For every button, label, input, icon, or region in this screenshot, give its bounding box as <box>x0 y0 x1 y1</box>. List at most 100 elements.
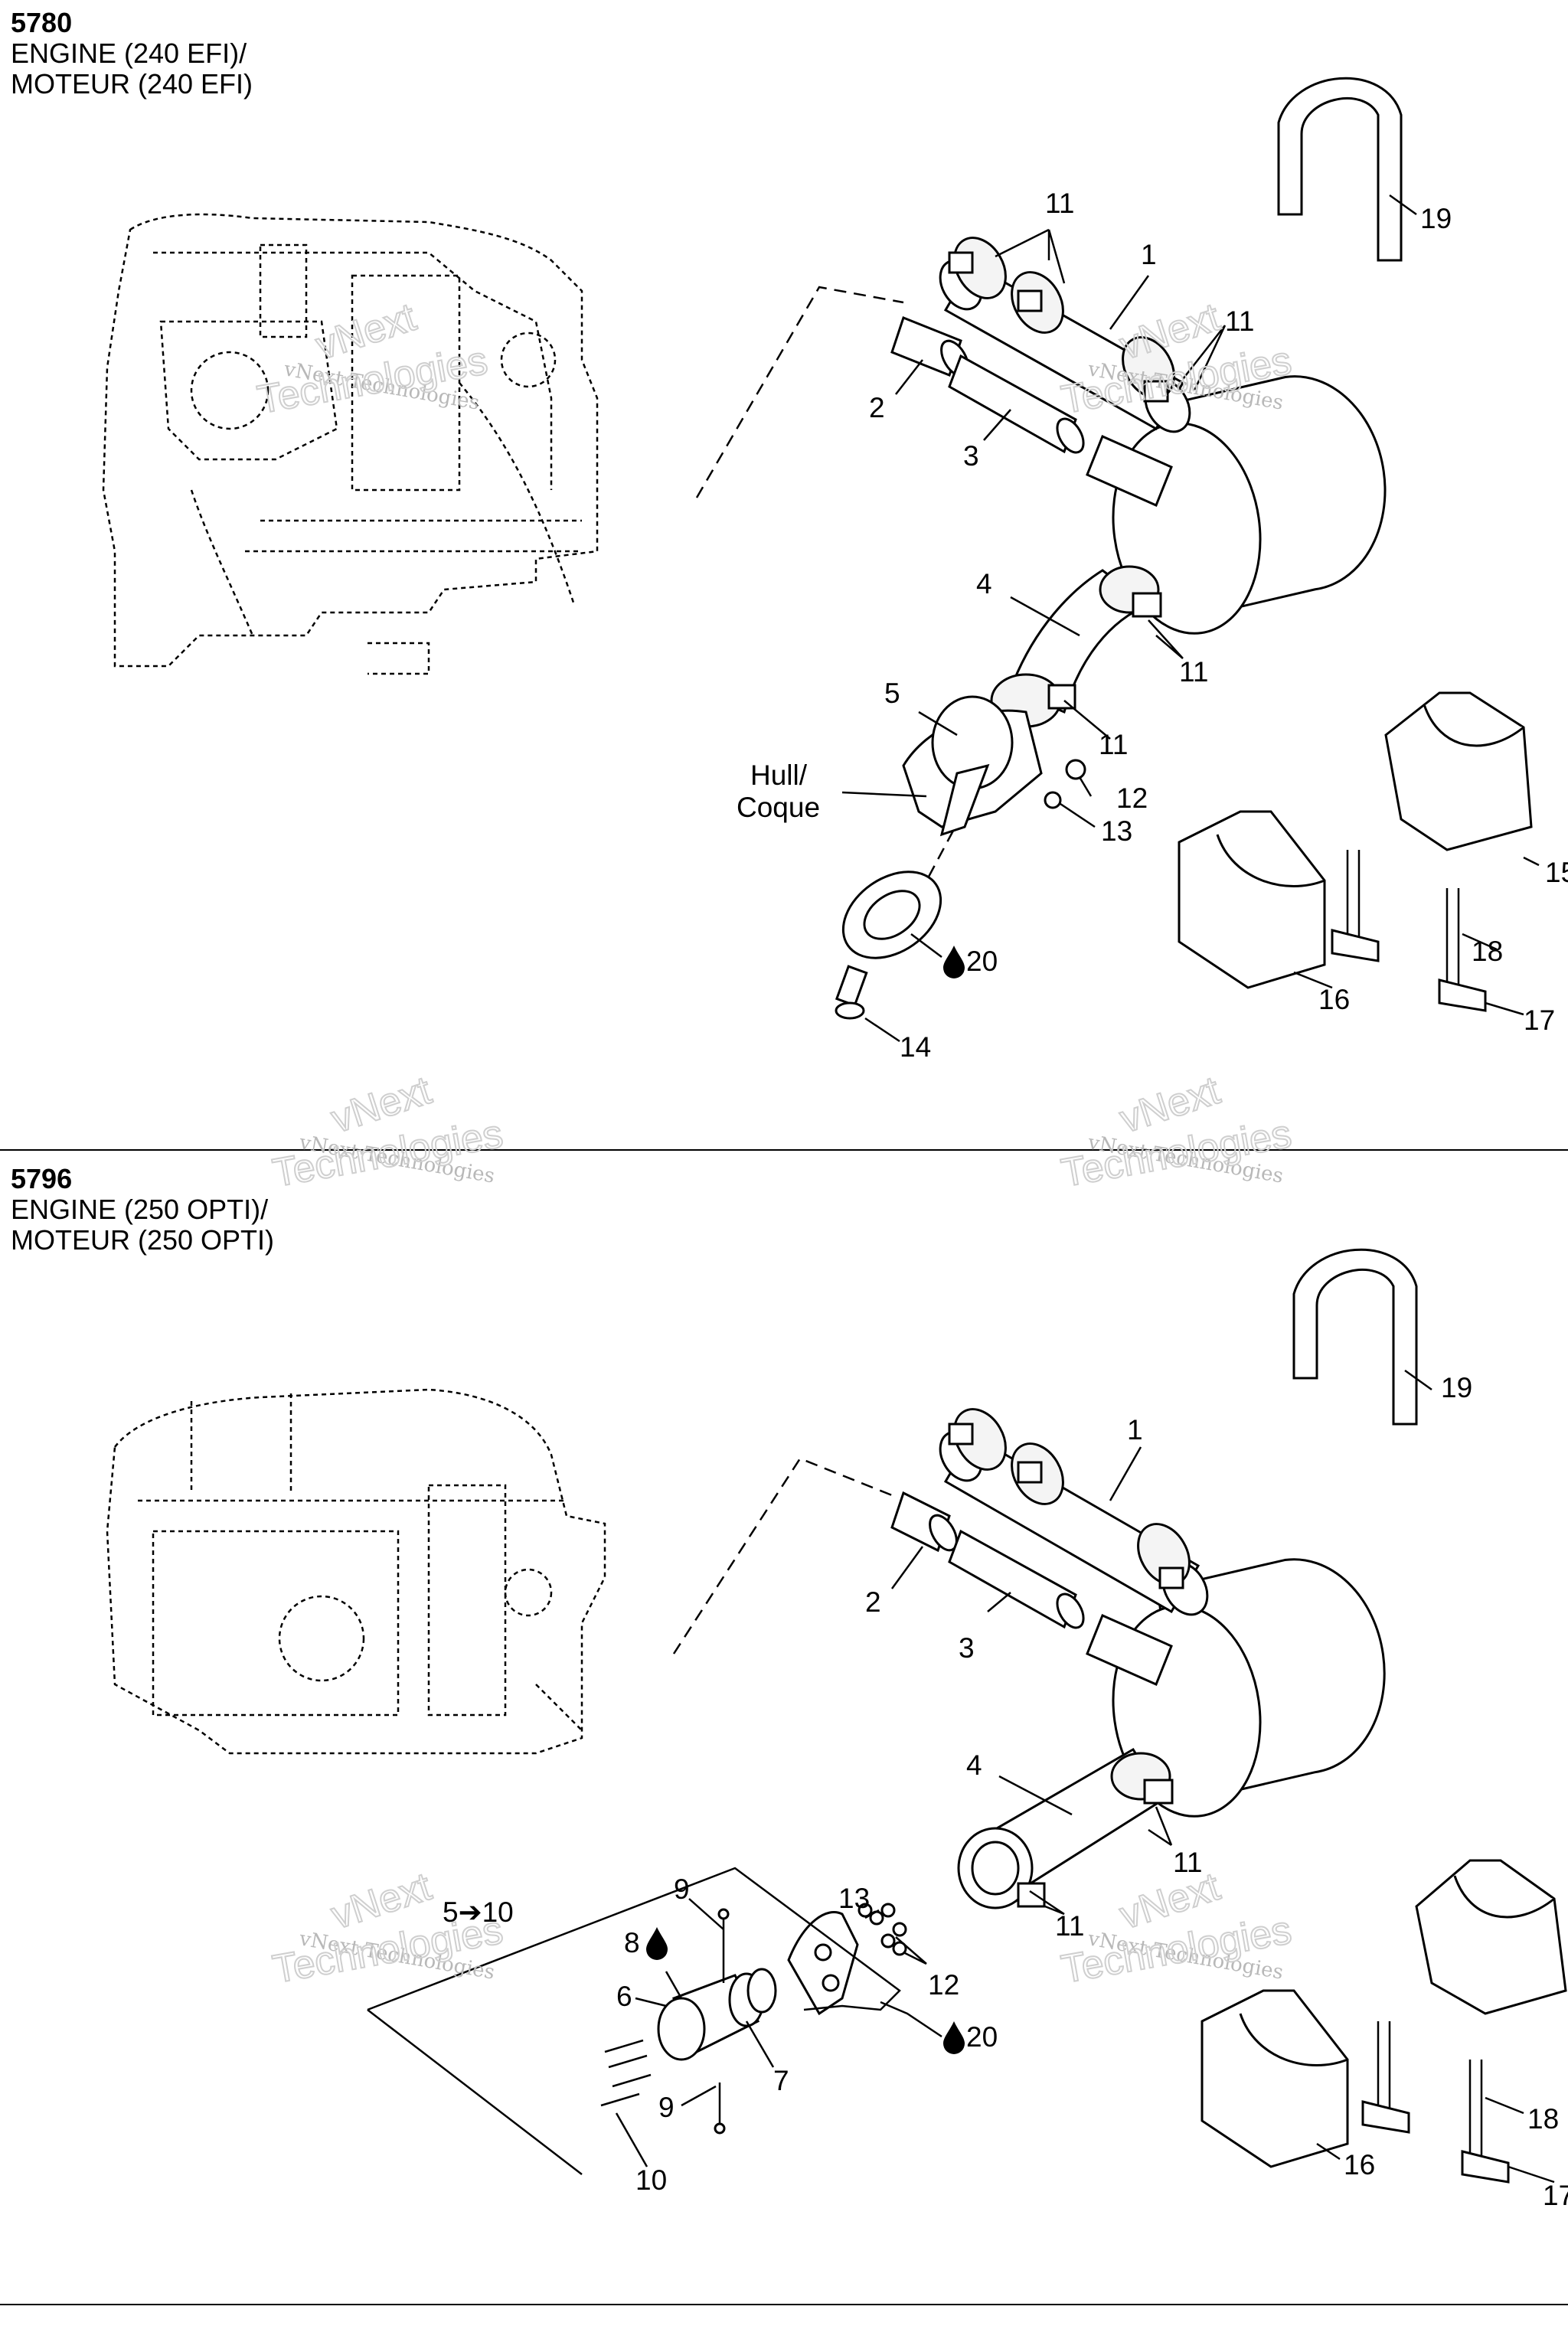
section-code: 5796 <box>11 1163 73 1194</box>
hull-label-fr: Coque <box>737 792 820 823</box>
leader-dashed <box>921 830 955 889</box>
hose-1 <box>939 1408 1209 1616</box>
hose-1 <box>939 237 1191 433</box>
watermark: vNext vNext Technologies Technologies <box>1057 1067 1295 1197</box>
callout-4: 4 <box>976 568 992 599</box>
section-header-5780: 5780 ENGINE (240 EFI)/ MOTEUR (240 EFI) <box>11 8 253 100</box>
callout-11: 11 <box>1225 305 1254 337</box>
hose-clamp <box>1122 336 1175 403</box>
callout-17: 17 <box>1524 1004 1555 1036</box>
screws-10 <box>600 2039 652 2107</box>
leader-lines <box>615 1369 1555 2184</box>
muffler-inlet <box>1086 1613 1173 1687</box>
washer-13 <box>1044 791 1062 809</box>
foam-block-16 <box>1178 810 1326 989</box>
fitting-6-7 <box>657 1968 777 2061</box>
callout-19: 19 <box>1441 1372 1472 1403</box>
callout-12: 12 <box>928 1969 959 2001</box>
callout-9: 9 <box>658 2092 675 2123</box>
callout-11: 11 <box>1099 729 1128 760</box>
sleeve-2 <box>890 1491 958 1553</box>
watermark: vNext vNext Technologies Technologies <box>269 1067 507 1197</box>
callout-16: 16 <box>1318 984 1350 1015</box>
foam-block-15 <box>1384 691 1533 851</box>
callout-19: 19 <box>1420 203 1452 234</box>
callout-8: 8 <box>624 1927 640 1958</box>
callout-2: 2 <box>869 392 885 423</box>
callout-18: 18 <box>1527 2103 1559 2135</box>
foam-block-16 <box>1200 1989 1349 2168</box>
callout-20: 20 <box>966 946 998 977</box>
callout-16: 16 <box>1344 2149 1375 2180</box>
section-title-fr: MOTEUR (250 OPTI) <box>11 1224 275 1256</box>
watermark: vNext vNext Technologies Technologies <box>253 294 492 423</box>
watermark: vNext vNext Technologies Technologies <box>269 1864 507 1993</box>
callout-1: 1 <box>1127 1414 1143 1446</box>
hose-clamp <box>948 237 1007 299</box>
leader-lines <box>841 194 1540 1043</box>
bracket-17 <box>1331 850 1380 962</box>
detail-frame <box>367 1867 901 2175</box>
callout-17: 17 <box>1543 2180 1568 2211</box>
callout-10: 10 <box>635 2164 667 2196</box>
drop-icon <box>646 1927 668 1960</box>
strap-19 <box>1292 1248 1418 1426</box>
foam-block-15 <box>1415 1859 1567 2015</box>
callout-14: 14 <box>900 1031 931 1063</box>
callout-3: 3 <box>959 1632 975 1664</box>
leader-dashed <box>695 286 904 498</box>
sleeve-3 <box>948 354 1085 454</box>
callout-7: 7 <box>773 2065 789 2096</box>
callout-12: 12 <box>1116 782 1148 814</box>
engine-outline-250opti <box>106 1388 606 1755</box>
section-title-fr: MOTEUR (240 EFI) <box>11 68 253 100</box>
section-title-en: ENGINE (240 EFI)/ <box>11 38 247 69</box>
callout-11: 11 <box>1055 1910 1084 1942</box>
bracket-18 <box>1438 888 1487 1012</box>
watermark: vNext vNext Technologies Technologies <box>1057 1864 1295 1993</box>
section-header-5796: 5796 ENGINE (250 OPTI)/ MOTEUR (250 OPTI… <box>11 1164 274 1256</box>
callout-13: 13 <box>838 1883 870 1914</box>
hose-clamp <box>1011 1442 1064 1505</box>
callout-11: 11 <box>1173 1847 1202 1878</box>
hose-4 <box>957 1747 1174 1909</box>
callout-15: 15 <box>1545 857 1568 888</box>
callout-13: 13 <box>1101 815 1132 847</box>
callout-9: 9 <box>674 1873 690 1905</box>
section-title-en: ENGINE (250 OPTI)/ <box>11 1194 269 1225</box>
callout-2: 2 <box>865 1586 881 1618</box>
nuts-12-13 <box>858 1903 907 1956</box>
gasket-plate <box>841 871 942 959</box>
callout-11: 11 <box>1179 656 1208 688</box>
bracket-17 <box>1361 2021 1410 2134</box>
callout-6: 6 <box>616 1981 632 2012</box>
sleeve-3 <box>948 1529 1085 1629</box>
callout-20: 20 <box>966 2021 998 2053</box>
sleeve-2 <box>890 316 969 377</box>
callout-3: 3 <box>963 440 979 472</box>
callout-11: 11 <box>1045 188 1074 219</box>
section-code: 5780 <box>11 7 73 38</box>
leader-dashed <box>672 1457 897 1655</box>
screw-14 <box>835 965 868 1020</box>
hose-4 <box>990 565 1162 728</box>
nut-12 <box>1065 759 1086 780</box>
callout-1: 1 <box>1141 239 1157 270</box>
hose-clamp <box>1011 271 1064 334</box>
strap-19 <box>1277 77 1403 262</box>
hose-clamp <box>1137 1523 1191 1589</box>
bracket-18 <box>1461 2060 1510 2184</box>
elbow-fitting <box>787 1911 859 2016</box>
drop-icon <box>943 2021 965 2054</box>
range-label: 5➔10 <box>443 1896 514 1928</box>
callout-18: 18 <box>1472 936 1503 967</box>
callout-4: 4 <box>966 1749 982 1781</box>
drop-icon <box>943 946 965 978</box>
hull-fitting-5 <box>902 695 1043 837</box>
hull-label-en: Hull/ <box>750 760 808 791</box>
muffler-inlet <box>1086 434 1173 508</box>
hose-clamp <box>948 1408 1007 1471</box>
screws-9 <box>714 1908 730 2135</box>
engine-outline-240efi <box>102 213 599 675</box>
